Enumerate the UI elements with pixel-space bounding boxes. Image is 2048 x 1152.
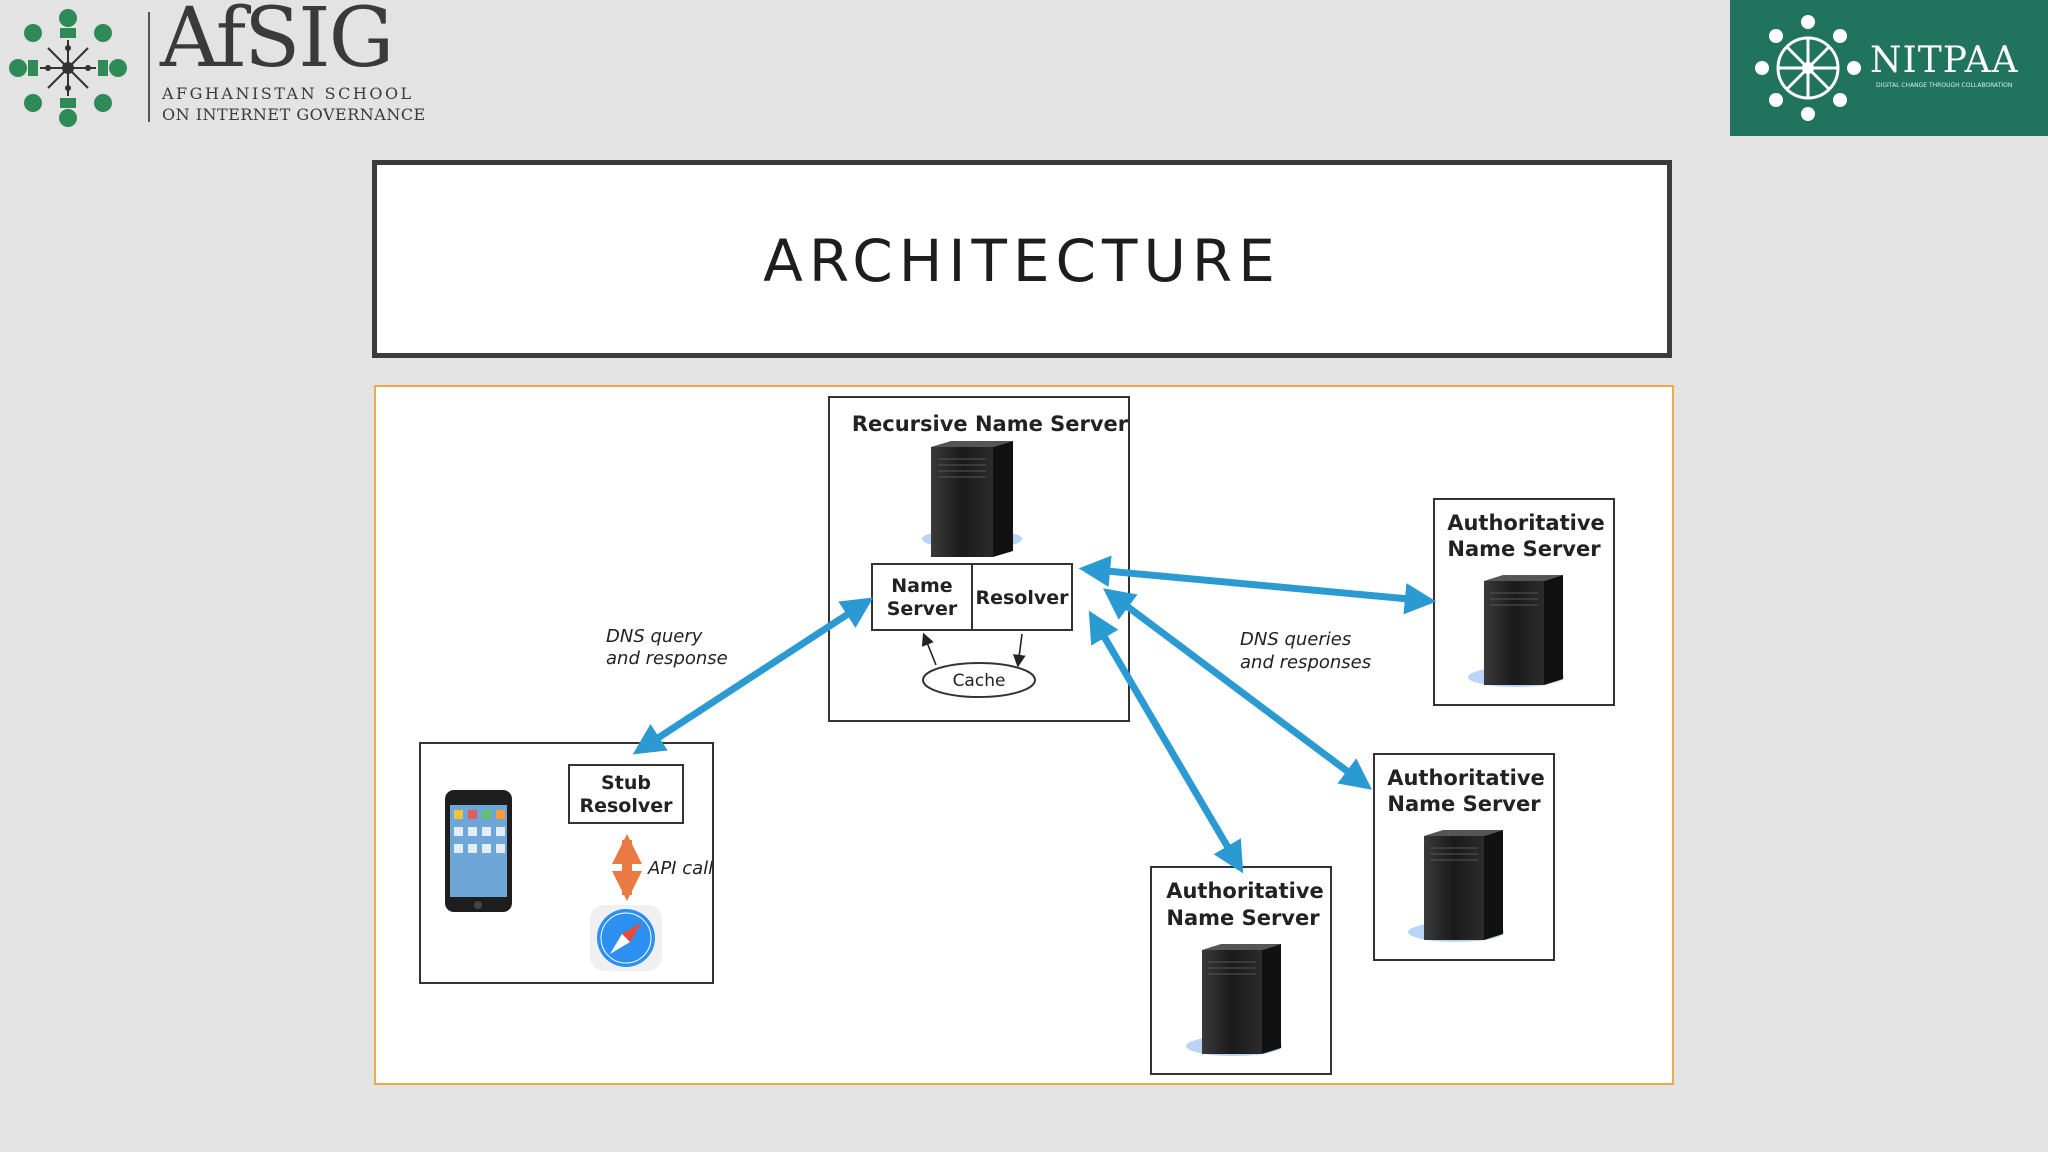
cache-to-nameserver-arrow	[921, 632, 937, 666]
stub-resolver-label-1: Stub	[601, 772, 651, 794]
dns-queries-label-1: DNS queries	[1240, 629, 1351, 650]
afsig-logo-subtitle-1: AFGHANISTAN SCHOOL	[162, 84, 414, 103]
recursive-to-authoritative-1-arrow	[1078, 555, 1437, 615]
authoritative-3-label-1: Authoritative	[1166, 879, 1324, 903]
stub-to-recursive-arrow	[632, 597, 874, 755]
afsig-logo-title: AfSIG	[160, 0, 394, 86]
authoritative-3-label-2: Name Server	[1166, 906, 1320, 930]
resolver-to-cache-arrow	[1012, 633, 1026, 668]
client-device-box: Stub Resolver API call	[419, 742, 714, 984]
name-server-label-2: Server	[887, 598, 958, 620]
recursive-to-authoritative-2-arrow	[1102, 588, 1373, 790]
server-tower-icon	[1186, 944, 1282, 1056]
server-tower-icon	[1408, 830, 1504, 942]
authoritative-server-1: Authoritative Name Server	[1433, 498, 1615, 706]
stub-resolver-label-2: Resolver	[579, 795, 673, 817]
nitpaa-emblem-icon	[1755, 15, 1861, 121]
resolver-label: Resolver	[975, 587, 1069, 609]
smartphone-icon	[445, 790, 512, 912]
diagram-canvas: Recursive Name Server Name Server Resolv…	[419, 396, 1615, 1075]
logo-divider	[148, 12, 150, 122]
dns-query-label-2: and response	[606, 648, 728, 669]
authoritative-server-2: Authoritative Name Server	[1373, 753, 1555, 961]
authoritative-1-label-1: Authoritative	[1447, 511, 1605, 535]
nitpaa-logo: NITPAA DIGITAL CHANGE THROUGH COLLABORAT…	[1730, 0, 2048, 136]
name-server-label-1: Name	[891, 575, 952, 597]
afsig-emblem-icon	[9, 9, 127, 127]
title-box: ARCHITECTURE	[372, 160, 1672, 358]
recursive-to-authoritative-3-arrow	[1088, 610, 1244, 874]
cache-ellipse	[922, 662, 1036, 698]
recursive-server-title: Recursive Name Server	[852, 412, 1129, 436]
cache-label: Cache	[953, 671, 1006, 691]
afsig-logo-subtitle-2: ON INTERNET GOVERNANCE	[162, 105, 426, 124]
dns-queries-label-2: and responses	[1240, 652, 1371, 673]
authoritative-1-label-2: Name Server	[1447, 537, 1601, 561]
nitpaa-logo-title: NITPAA	[1870, 40, 2019, 81]
server-tower-icon	[922, 441, 1022, 557]
browser-compass-icon	[590, 905, 662, 971]
server-tower-icon	[1468, 575, 1564, 687]
nitpaa-logo-tagline: DIGITAL CHANGE THROUGH COLLABORATION	[1876, 82, 2013, 89]
authoritative-server-3: Authoritative Name Server	[1150, 866, 1332, 1075]
slide-title: ARCHITECTURE	[763, 227, 1281, 295]
authoritative-2-label-2: Name Server	[1387, 792, 1541, 816]
dns-architecture-diagram: Recursive Name Server Name Server Resolv…	[374, 385, 1674, 1085]
api-call-label: API call	[647, 858, 713, 879]
afsig-logo: AfSIG AFGHANISTAN SCHOOL ON INTERNET GOV…	[0, 0, 425, 140]
recursive-name-server: Recursive Name Server Name Server Resolv…	[828, 396, 1130, 722]
authoritative-2-label-1: Authoritative	[1387, 766, 1545, 790]
dns-query-label-1: DNS query	[606, 626, 703, 647]
